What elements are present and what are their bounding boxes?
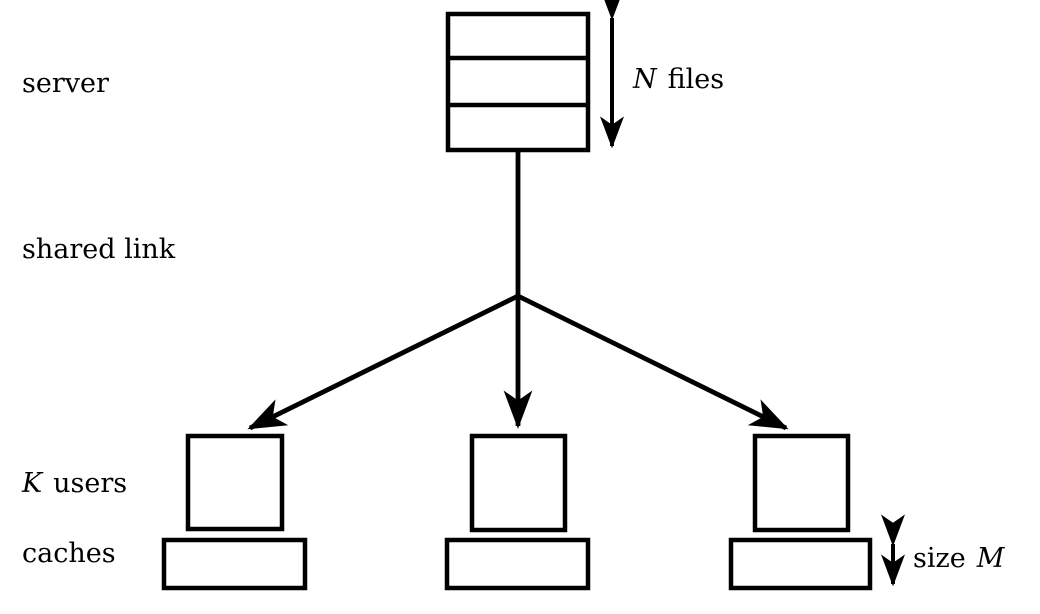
user-box-3: [752, 433, 851, 533]
cache-box-1: [161, 537, 308, 591]
server-box: [445, 11, 591, 153]
label-server: server: [22, 68, 109, 99]
arrow-to-user-3: [516, 293, 789, 431]
server-box-outline: [445, 11, 591, 153]
branch-arrows: [247, 293, 789, 431]
cache-box-2: [444, 537, 591, 591]
user-box-1: [185, 433, 285, 532]
n-symbol: N: [633, 64, 657, 95]
label-caches: caches: [22, 538, 116, 569]
label-k-users: K users: [22, 470, 127, 497]
label-n-files: N files: [633, 66, 724, 93]
m-symbol: M: [976, 543, 1005, 574]
label-shared-link: shared link: [22, 236, 175, 263]
k-symbol: K: [22, 468, 43, 499]
size-m-spacer: [966, 545, 977, 572]
arrow-to-user-1: [247, 293, 520, 431]
label-size-m: size M: [913, 545, 1004, 572]
n-files-spacer: [657, 66, 668, 93]
k-users-spacer: [42, 470, 53, 497]
cache-box-3: [728, 537, 873, 591]
k-users-word: users: [53, 468, 128, 499]
size-word: size: [913, 543, 966, 574]
n-files-word: files: [667, 64, 725, 95]
label-shared-link-text: shared link: [22, 234, 176, 265]
user-box-2: [469, 433, 568, 533]
